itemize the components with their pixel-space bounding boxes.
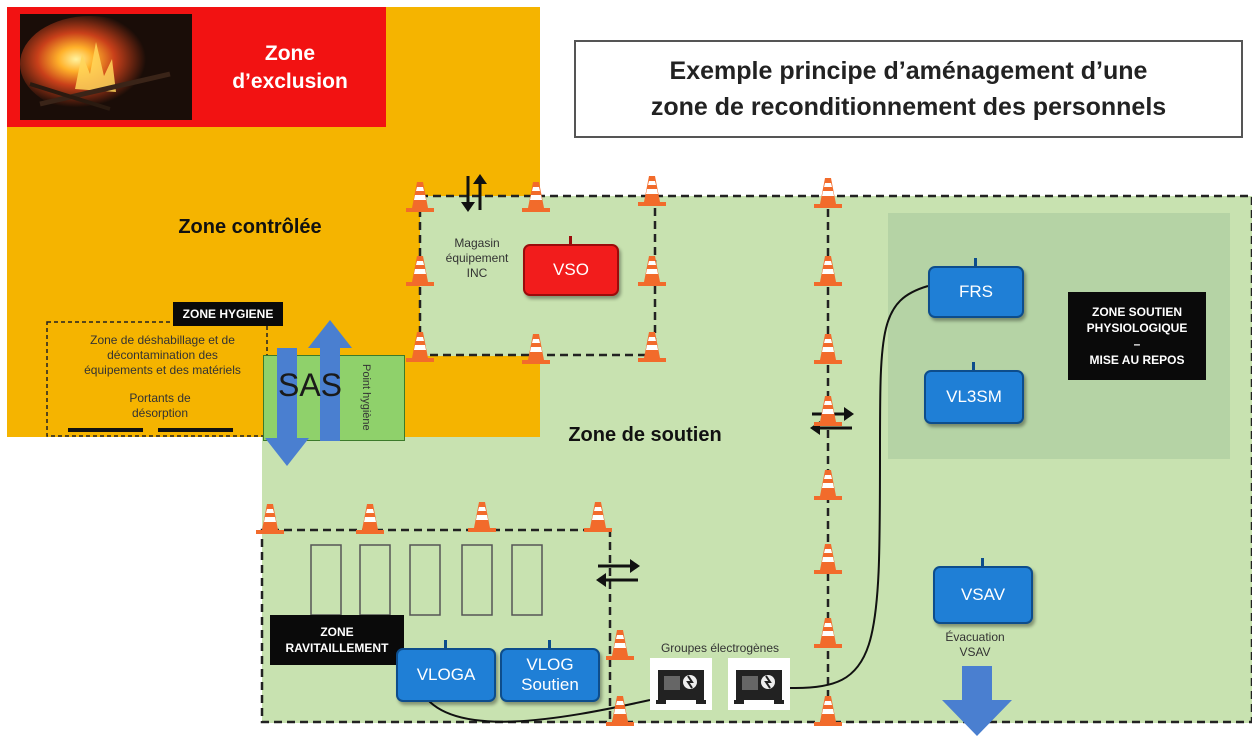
two-way-arrow-icon <box>810 407 854 435</box>
zone-soutien-label: Zone de soutien <box>568 423 722 446</box>
evac-line1: Évacuation <box>945 630 1005 644</box>
vehicle-vloga-label: VLOGA <box>416 665 476 684</box>
title-line1: Exemple principe d’aménagement d’une <box>669 57 1148 85</box>
vehicle-vloga: VLOGA <box>396 640 496 702</box>
decon-text: Zone de déshabillage et de décontaminati… <box>55 330 270 380</box>
physio-line1: ZONE SOUTIEN <box>1091 305 1182 319</box>
ravit-box-1 <box>310 544 342 616</box>
decon-line3: équipements et des matériels <box>84 362 241 377</box>
antenna-icon <box>981 558 985 566</box>
physio-line4: MISE AU REPOS <box>1089 353 1185 367</box>
physio-line3: – <box>1133 337 1141 351</box>
groupes-text: Groupes électrogènes <box>660 640 780 655</box>
generator-icon <box>650 658 712 710</box>
vehicle-vsav-label: VSAV <box>960 585 1006 604</box>
zone-hygiene-label: ZONE HYGIENE <box>173 302 283 326</box>
ravit-box-2 <box>359 544 391 616</box>
vehicle-vl3sm-label: VL3SM <box>946 387 1002 406</box>
two-way-arrow-icon <box>596 559 640 587</box>
ravit-box-4 <box>461 544 493 616</box>
zone-exclusion-label: Zone d’exclusion <box>210 30 370 105</box>
decon-line2: décontamination des <box>107 347 218 362</box>
ravit-line1: ZONE <box>320 625 354 639</box>
antenna-icon <box>972 362 976 370</box>
vehicle-frs: FRS <box>928 258 1024 318</box>
vehicle-vso-label: VSO <box>553 260 589 279</box>
generator-icon <box>728 658 790 710</box>
portants-text: Portants de désorption <box>95 390 225 422</box>
fire-image-icon <box>20 14 192 120</box>
point-hygiene-label: Point hygiène <box>360 363 372 431</box>
vehicle-vlog-label-line1: VLOG <box>526 655 574 674</box>
sas-up-arrow-head-icon <box>308 320 352 348</box>
title-line2: zone de reconditionnement des personnels <box>650 93 1167 121</box>
physio-line2: PHYSIOLOGIQUE <box>1086 321 1188 335</box>
fire-photo <box>20 14 192 120</box>
vehicle-vlog-label-line2: Soutien <box>521 675 579 694</box>
decon-line1: Zone de déshabillage et de <box>90 332 235 347</box>
diagram-title: Exemple principe d’aménagement d’une zon… <box>574 40 1243 138</box>
portants-line2: désorption <box>131 406 189 420</box>
antenna-icon <box>444 640 448 648</box>
portants-line1: Portants de <box>129 391 191 405</box>
ravit-line2: RAVITAILLEMENT <box>285 641 389 655</box>
exclusion-line2: d’exclusion <box>232 69 348 93</box>
antenna-icon <box>974 258 978 266</box>
ravit-box-3 <box>409 544 441 616</box>
two-way-arrow-icon <box>461 174 487 212</box>
portant-rack-2 <box>158 428 233 432</box>
magasin-line2: équipement <box>445 250 509 265</box>
vehicle-vso: VSO <box>523 236 619 296</box>
vehicle-frs-label: FRS <box>959 282 993 301</box>
sas-arrows <box>265 320 352 466</box>
magasin-line1: Magasin <box>454 235 500 250</box>
antenna-icon <box>548 640 552 648</box>
vehicle-vlog-soutien: VLOG Soutien <box>500 640 600 702</box>
zone-controlee-label: Zone contrôlée <box>178 215 322 238</box>
cable-genset-frs <box>789 285 929 690</box>
sas-label: SAS <box>277 366 343 403</box>
magasin-line3: INC <box>466 265 488 280</box>
magasin-text: Magasin équipement INC <box>432 232 522 284</box>
vehicle-vl3sm: VL3SM <box>924 362 1024 424</box>
evac-line2: VSAV <box>959 645 991 659</box>
sas-down-arrow-shaft <box>277 348 297 443</box>
sas-up-arrow-shaft <box>320 346 340 441</box>
portant-rack-1 <box>68 428 143 432</box>
antenna-icon <box>569 236 573 244</box>
zone-ravit-label: ZONE RAVITAILLEMENT <box>270 615 404 665</box>
zone-physio-label: ZONE SOUTIEN PHYSIOLOGIQUE – MISE AU REP… <box>1068 292 1206 380</box>
ravit-box-5 <box>511 544 543 616</box>
evacuation-arrow-icon <box>942 666 1012 736</box>
sas-down-arrow-head-icon <box>265 438 309 466</box>
exclusion-line1: Zone <box>264 41 316 65</box>
evac-text: Évacuation VSAV <box>925 628 1025 662</box>
vehicle-vsav: VSAV <box>933 558 1033 624</box>
